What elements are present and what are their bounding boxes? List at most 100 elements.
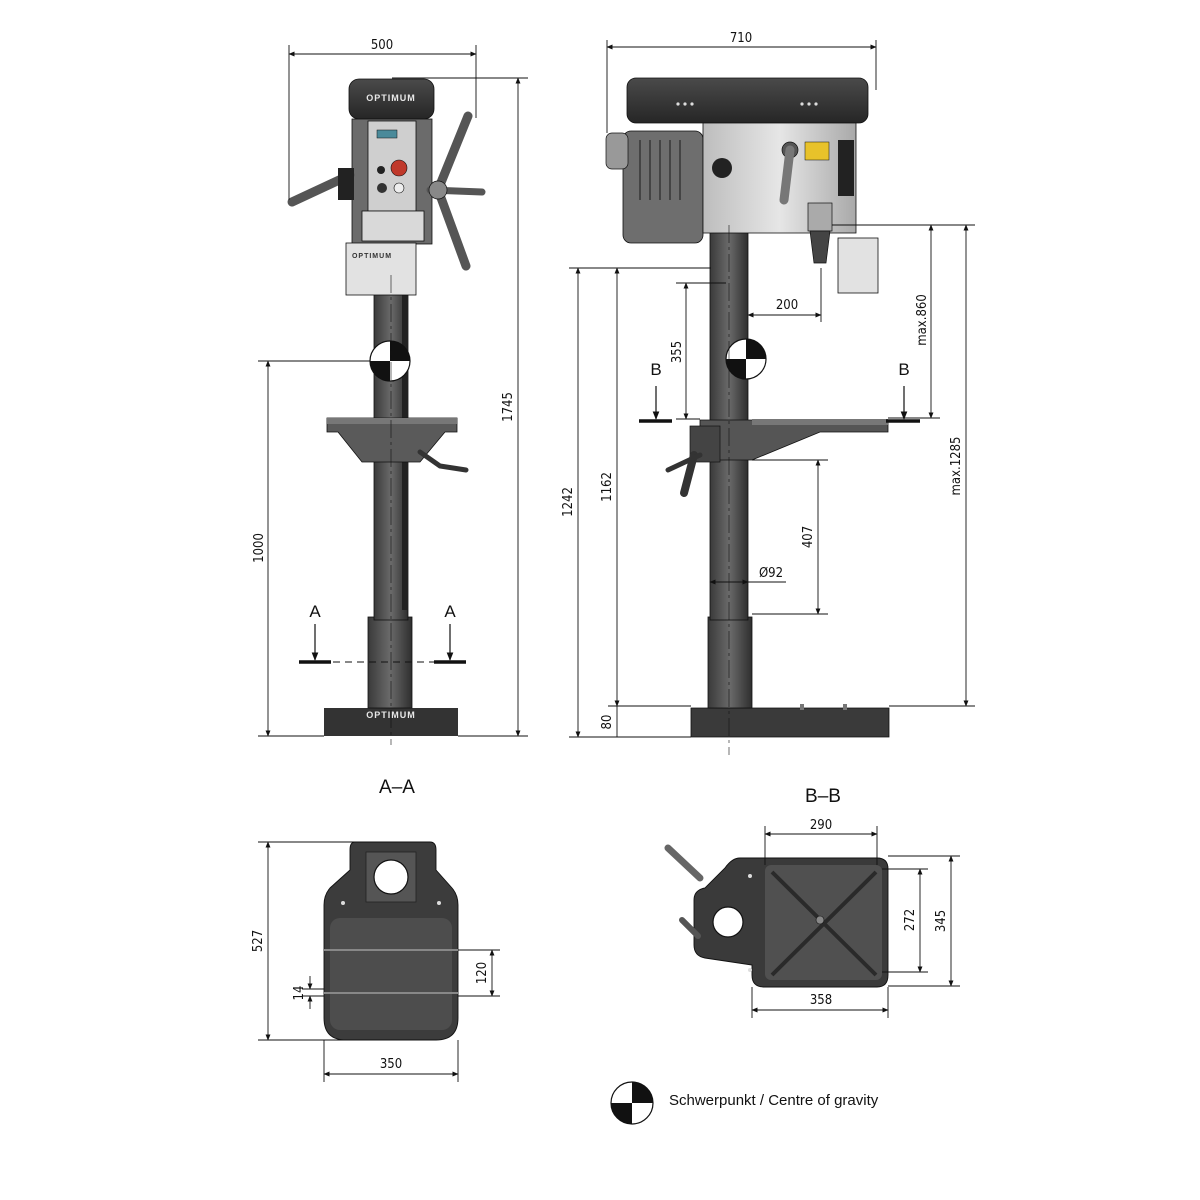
front-guard-brand: OPTIMUM bbox=[352, 253, 392, 260]
front-handle-right-up bbox=[435, 111, 473, 190]
side-table-top bbox=[752, 419, 888, 425]
section-b-label-right: B bbox=[898, 360, 909, 379]
front-button bbox=[393, 182, 405, 194]
side-table-crank bbox=[665, 452, 703, 473]
side-cog-symbol bbox=[725, 338, 767, 380]
section-aa-column-hole bbox=[373, 859, 409, 895]
side-motor bbox=[622, 130, 704, 244]
section-bb-bolt bbox=[748, 968, 752, 972]
front-table-top bbox=[327, 418, 457, 424]
front-base-brand: OPTIMUM bbox=[366, 710, 416, 720]
section-bb-lever bbox=[664, 844, 704, 882]
section-aa-dim-slot-spacing-label: 120 bbox=[475, 962, 490, 984]
front-dim-total-height-label: 1745 bbox=[501, 392, 516, 422]
front-emergency-stop bbox=[390, 159, 408, 177]
side-dim-column-height-label: 1242 bbox=[561, 487, 576, 517]
section-bb-dim-outer-depth-label: 345 bbox=[934, 910, 949, 932]
section-bb-column-hole bbox=[712, 906, 744, 938]
section-bb-dim-inner-width-label: 290 bbox=[810, 818, 832, 833]
section-aa-bolt bbox=[341, 901, 345, 905]
front-dim-total-height bbox=[392, 77, 528, 737]
section-aa-dim-slot-width-label: 14 bbox=[292, 986, 307, 1001]
section-aa-dim-width-label: 350 bbox=[380, 1057, 402, 1072]
front-table-crank bbox=[417, 449, 469, 473]
legend: Schwerpunkt / Centre of gravity bbox=[610, 1081, 879, 1125]
side-dim-column-diameter-label: Ø92 bbox=[759, 566, 783, 581]
section-bb-dim-outer-width bbox=[751, 987, 889, 1018]
side-head-top bbox=[626, 77, 869, 124]
side-dim-spindle-table bbox=[832, 224, 975, 419]
section-bb-view: 290 358 272 345 bbox=[664, 818, 960, 1018]
section-b-label-left: B bbox=[650, 360, 661, 379]
section-aa-bolt bbox=[437, 901, 441, 905]
legend-label: Schwerpunkt / Centre of gravity bbox=[669, 1092, 879, 1109]
side-base-bolt bbox=[800, 704, 804, 710]
front-handle-right-down bbox=[435, 190, 471, 271]
front-table bbox=[326, 417, 458, 463]
section-bb-dim-inner-width bbox=[764, 826, 878, 865]
side-motor-fins bbox=[639, 140, 681, 200]
side-dim-base-height-label: 80 bbox=[600, 715, 615, 730]
side-main-switch bbox=[712, 158, 732, 178]
section-bb-dim-inner-depth-label: 272 bbox=[903, 909, 918, 931]
section-bb-crank bbox=[679, 917, 701, 939]
side-motor-cap bbox=[605, 132, 629, 170]
section-aa-dim-width bbox=[323, 1040, 459, 1082]
front-dim-cog-height bbox=[258, 360, 370, 737]
side-dim-table-travel-label: 407 bbox=[801, 526, 816, 548]
side-dim-width-label: 710 bbox=[730, 31, 752, 46]
section-aa-dim-length bbox=[258, 841, 355, 1041]
side-chuck bbox=[809, 230, 831, 264]
front-cog-symbol bbox=[369, 340, 411, 382]
front-button bbox=[377, 166, 385, 174]
front-head-brand: OPTIMUM bbox=[366, 93, 416, 103]
section-aa-title: A–A bbox=[379, 777, 415, 798]
front-dim-cog-height-label: 1000 bbox=[252, 533, 267, 563]
side-guard bbox=[837, 237, 879, 294]
side-dim-throat bbox=[747, 268, 822, 322]
side-dim-table-travel bbox=[752, 459, 828, 615]
side-dim-cog-table bbox=[676, 282, 726, 420]
side-dim-spindle-base bbox=[889, 224, 975, 707]
section-bb-cross-ribs bbox=[770, 870, 878, 977]
side-head-body bbox=[702, 122, 857, 234]
section-bb-dim-inner-depth bbox=[882, 868, 928, 973]
side-column-lower bbox=[707, 616, 753, 709]
side-dim-table-height-label: 1162 bbox=[600, 472, 615, 502]
section-aa-dim-slot-width bbox=[302, 976, 324, 1009]
section-bb-center-hole bbox=[815, 915, 825, 925]
front-display bbox=[376, 129, 398, 139]
front-button bbox=[377, 183, 387, 193]
section-aa-dim-slot-spacing bbox=[458, 949, 500, 997]
front-view: OPTIMUM OPTIMUM OPTIMUM bbox=[252, 38, 528, 745]
front-guard bbox=[345, 242, 417, 296]
legend-cog-icon bbox=[610, 1081, 654, 1125]
side-dim-throat-label: 200 bbox=[776, 298, 798, 313]
section-bb-title: B–B bbox=[805, 786, 841, 807]
front-spindle-housing bbox=[361, 210, 425, 242]
side-base bbox=[690, 707, 890, 738]
front-handle-hub bbox=[428, 180, 448, 200]
side-view: B B 710 200 355 max.860 bbox=[561, 31, 975, 755]
front-motor-side bbox=[338, 168, 354, 200]
front-dim-width bbox=[288, 45, 477, 200]
section-aa-view: 527 350 120 14 bbox=[251, 841, 500, 1082]
section-bb-dim-outer-depth bbox=[888, 855, 960, 987]
front-dim-width-label: 500 bbox=[371, 38, 393, 53]
side-dim-spindle-base-label: max.1285 bbox=[949, 437, 964, 496]
section-a-label-left: A bbox=[309, 602, 321, 621]
side-base-bolt bbox=[843, 704, 847, 710]
section-aa-dim-length-label: 527 bbox=[251, 930, 266, 952]
side-dim-spindle-table-label: max.860 bbox=[915, 294, 930, 346]
section-a-label-right: A bbox=[444, 602, 456, 621]
section-aa-top-plate bbox=[330, 918, 452, 1030]
section-bb-dim-outer-width-label: 358 bbox=[810, 993, 832, 1008]
side-feed-handle bbox=[779, 145, 795, 205]
side-dim-column-height bbox=[569, 267, 711, 738]
side-table-arm bbox=[699, 419, 889, 461]
side-depth-stop bbox=[838, 140, 854, 196]
side-dim-table-height bbox=[608, 267, 691, 707]
side-warning-label bbox=[804, 141, 830, 161]
side-dim-cog-table-label: 355 bbox=[670, 341, 685, 363]
